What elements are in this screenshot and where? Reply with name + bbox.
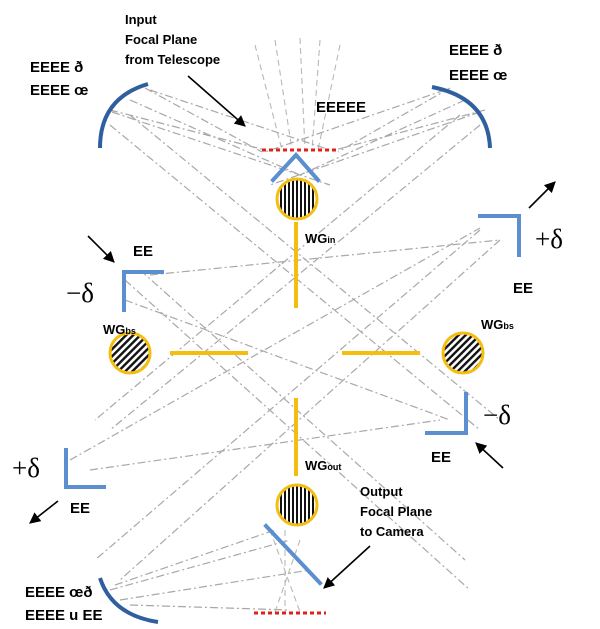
top-center-label: EEEEE xyxy=(316,99,366,116)
left-delta: −δ xyxy=(66,278,94,308)
wg-bs-left-grating xyxy=(108,331,152,375)
bottom-left-mirror-label-2: EEEE u EE xyxy=(25,607,103,624)
lower-left-fold-mirror xyxy=(64,448,106,489)
wg-out-grating xyxy=(275,483,319,527)
top-right-mirror-label-2: EEEE œ xyxy=(449,67,507,84)
lower-left-delta: +δ xyxy=(12,453,40,483)
left-fold-label: EE xyxy=(133,243,153,260)
wg-in-grating xyxy=(275,177,319,221)
input-roof-mirror xyxy=(270,152,321,183)
bottom-left-curved-mirror xyxy=(98,577,159,624)
top-right-curved-mirror xyxy=(431,85,492,149)
input-focal-label-2: Focal Plane xyxy=(125,32,197,47)
right-delta: +δ xyxy=(535,224,563,254)
top-left-curved-mirror xyxy=(98,82,149,149)
wg-bs-right-grating xyxy=(441,331,485,375)
lower-right-fold-label: EE xyxy=(431,449,451,466)
ray-traces xyxy=(69,37,501,613)
right-fold-label: EE xyxy=(513,280,533,297)
lower-right-delta: −δ xyxy=(483,400,511,430)
output-focal-label-2: Focal Plane xyxy=(360,504,432,519)
output-focal-label-3: to Camera xyxy=(360,524,424,539)
input-focal-label-1: Input xyxy=(125,12,157,27)
left-fold-arrow-icon xyxy=(87,235,115,263)
output-focal-label-1: Output xyxy=(360,484,403,499)
bottom-left-mirror-label-1: EEEE œð xyxy=(25,584,93,601)
lower-right-fold-mirror xyxy=(425,392,468,435)
output-callout-arrow xyxy=(323,545,371,589)
wg-bs-right-label: WGbs xyxy=(481,317,514,332)
right-fold-mirror xyxy=(478,214,521,257)
top-left-mirror-label-1: EEEE ð xyxy=(30,59,83,76)
input-callout-arrow xyxy=(187,75,246,127)
right-fold-arrow-icon xyxy=(528,181,556,209)
wg-bs-left-label: WGbs xyxy=(103,322,136,337)
top-right-mirror-label-1: EEEE ð xyxy=(449,42,502,59)
wg-in-label: WGin xyxy=(305,231,335,246)
lower-left-fold-arrow-icon xyxy=(29,500,59,524)
left-fold-mirror xyxy=(122,270,164,312)
lower-left-fold-label: EE xyxy=(70,500,90,517)
output-fold-mirror xyxy=(263,523,323,586)
wg-out-label: WGout xyxy=(305,458,341,473)
top-left-mirror-label-2: EEEE œ xyxy=(30,82,88,99)
lower-right-fold-arrow-icon xyxy=(475,442,504,469)
input-focal-label-3: from Telescope xyxy=(125,52,220,67)
